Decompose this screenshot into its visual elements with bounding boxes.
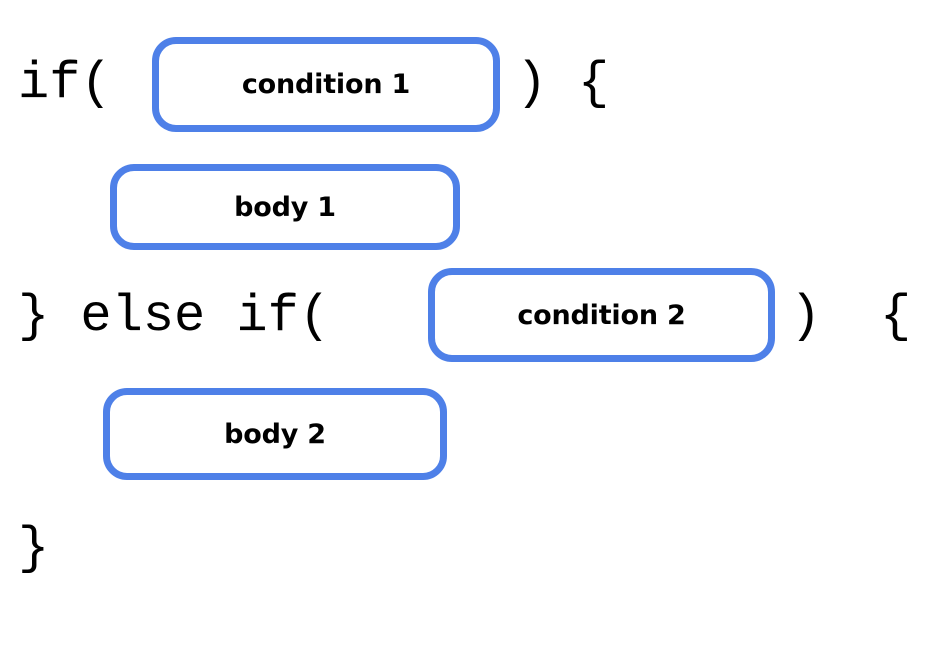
keyword-else-if: } else if( [18,287,331,346]
paren-close-1: ) [516,54,548,113]
paren-close-2: ) [790,287,822,346]
slot-condition-1[interactable]: condition 1 [152,37,500,132]
brace-open-2: { [880,287,912,346]
brace-open-1: { [578,54,610,113]
slot-body-1[interactable]: body 1 [110,164,460,250]
slot-body-2[interactable]: body 2 [103,388,447,480]
slot-body-1-label: body 1 [234,191,336,223]
slot-condition-2[interactable]: condition 2 [428,268,775,362]
slot-condition-1-label: condition 1 [241,69,411,100]
slot-condition-2-label: condition 2 [517,299,686,331]
brace-close-final: } [18,519,50,578]
keyword-if: if( [18,54,112,113]
slot-body-2-label: body 2 [224,418,326,450]
